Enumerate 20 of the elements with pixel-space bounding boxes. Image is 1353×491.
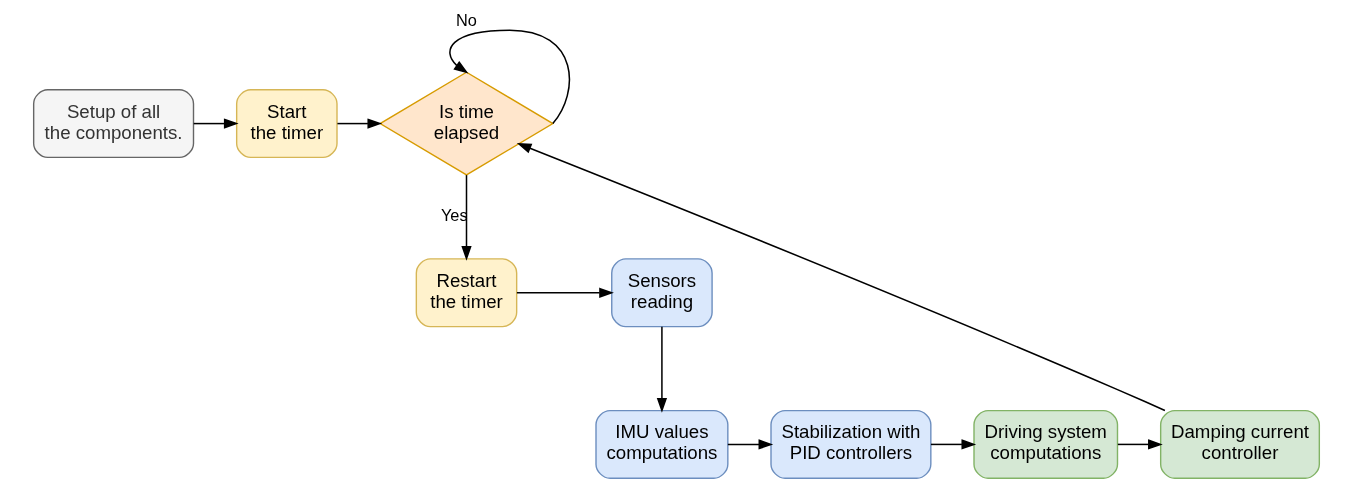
node-box: IMU values computations <box>595 409 729 479</box>
arrow <box>461 174 472 261</box>
edge-label: No <box>456 10 477 29</box>
node-diamond: Is time elapsed <box>378 71 555 176</box>
node-box: Driving system computations <box>973 409 1119 479</box>
node-box: Stabilization with PID controllers <box>770 409 932 479</box>
node-box: Setup of all the components. <box>32 89 195 159</box>
arrow <box>727 439 774 450</box>
edge-label: Yes <box>440 206 468 225</box>
node-box: Sensors reading <box>611 258 713 328</box>
node-box: Damping current controller <box>1159 409 1321 479</box>
arrow <box>656 326 668 413</box>
arrow <box>1117 439 1163 450</box>
arrow <box>516 143 1166 412</box>
node-box: Restart the timer <box>415 258 518 328</box>
arrow <box>192 118 239 129</box>
node-box: Start the timer <box>235 89 338 159</box>
arrow <box>930 439 977 450</box>
arrow <box>516 287 614 298</box>
arrow <box>336 118 383 129</box>
